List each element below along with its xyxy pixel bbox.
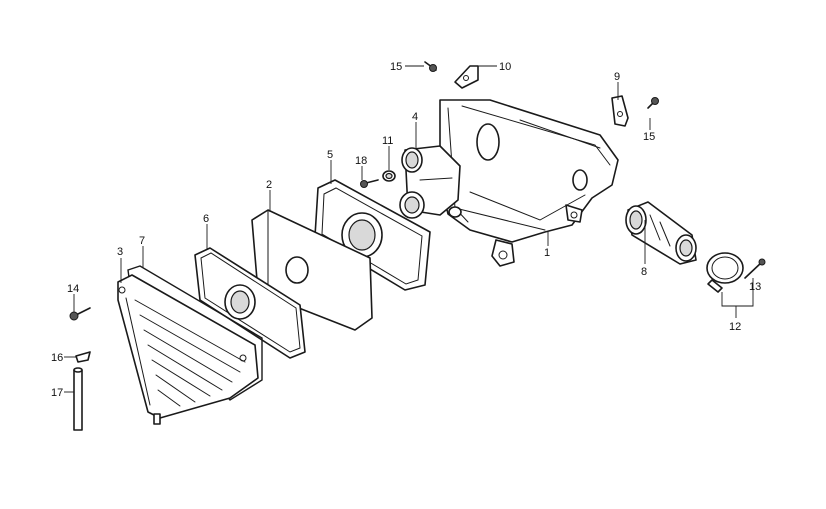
callout-14: 14 [67,283,79,295]
callout-10: 10 [499,61,511,73]
callout-15-top: 15 [390,61,402,73]
callout-12: 12 [729,321,741,333]
drain-tube [73,367,83,431]
air-cleaner-case [439,99,619,267]
air-cleaner-cover [117,274,259,425]
bolt-14 [69,307,91,321]
callout-5: 5 [327,149,333,161]
callout-18: 18 [355,155,367,167]
callout-3: 3 [117,246,123,258]
leader-lines [64,65,754,393]
connecting-tube [625,201,697,265]
callout-labels: 1 2 3 4 5 6 7 8 9 10 11 12 13 14 15 15 1… [51,61,761,399]
bracket [611,95,629,127]
callout-1: 1 [544,247,550,259]
bolt-15-right [647,97,659,109]
callout-16: 16 [51,352,63,364]
bolt-15-top [424,61,437,72]
callout-9: 9 [614,71,620,83]
hose-clamp [706,252,744,293]
bolt-18 [360,179,379,188]
grommet [382,170,396,182]
callout-17: 17 [51,387,63,399]
callout-8: 8 [641,266,647,278]
callout-7: 7 [139,235,145,247]
clip-16 [75,351,91,363]
intake-tube [399,145,461,219]
callout-2: 2 [266,179,272,191]
callout-4: 4 [412,111,418,123]
gasket-frame [194,247,306,359]
callout-13: 13 [749,281,761,293]
callout-6: 6 [203,213,209,225]
stay-bracket [454,65,479,89]
callout-11: 11 [382,135,393,147]
clamp-screw [744,258,766,279]
callout-15-right: 15 [643,131,655,143]
